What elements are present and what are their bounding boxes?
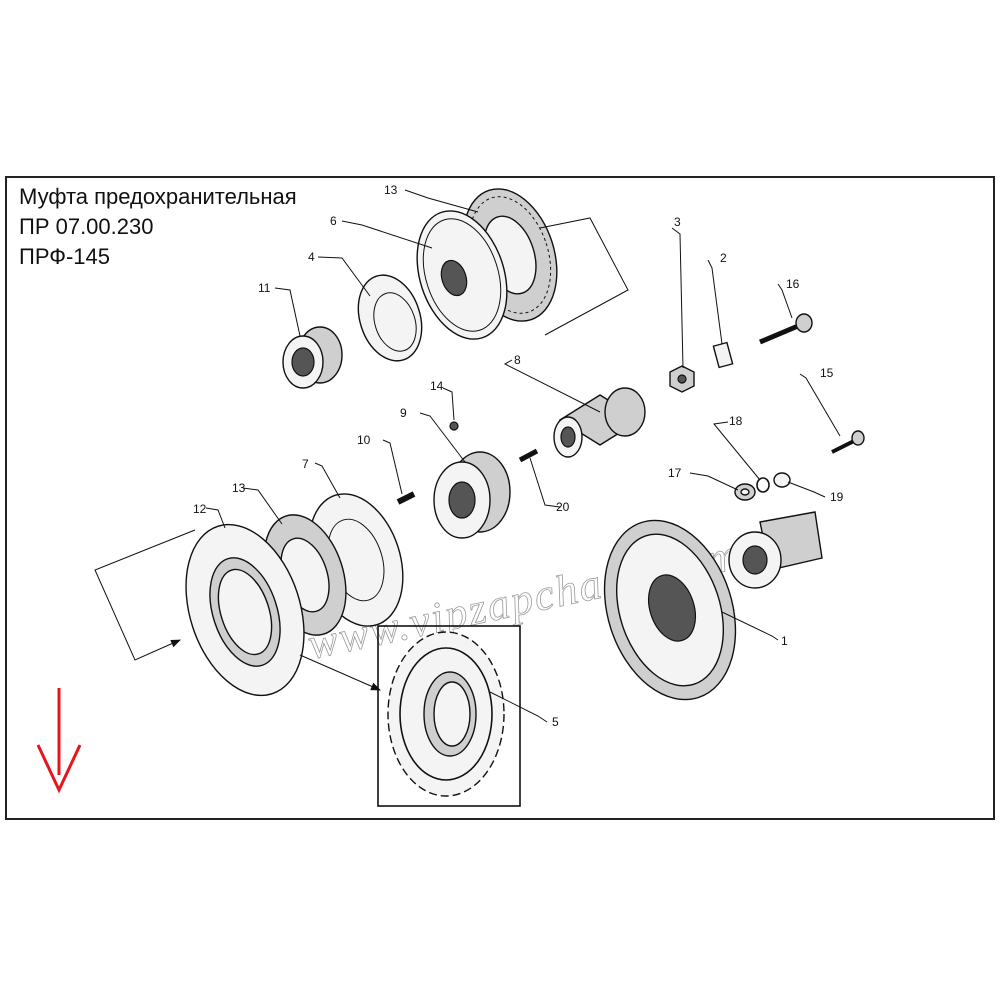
part-3-nut xyxy=(669,365,695,393)
callout-17: 17 xyxy=(668,466,682,480)
callout-4: 4 xyxy=(308,250,315,264)
part-15-screw xyxy=(831,430,865,454)
callout-19: 19 xyxy=(830,490,844,504)
title-line-2: ПР 07.00.230 xyxy=(19,214,154,239)
part-17-nut xyxy=(734,483,756,501)
part-6-hub-disc xyxy=(416,210,508,340)
callout-3: 3 xyxy=(674,215,681,229)
part-11-castle-nut xyxy=(282,326,343,389)
part-18-spring-washer xyxy=(756,477,770,493)
part-16-bolt xyxy=(759,313,813,345)
callout-12: 12 xyxy=(193,502,207,516)
part-4-spring-washer xyxy=(357,274,423,362)
part-19-washer xyxy=(773,472,791,488)
callout-11: 11 xyxy=(258,281,271,295)
callout-20: 20 xyxy=(556,500,570,514)
callout-5: 5 xyxy=(552,715,559,729)
part-1-housing xyxy=(603,511,823,701)
part-10-pin xyxy=(396,491,416,505)
bracket-lower xyxy=(94,529,196,661)
title-line-1: Муфта предохранительная xyxy=(19,184,297,209)
callout-8: 8 xyxy=(514,353,521,367)
leader-lines xyxy=(205,189,841,723)
callout-9: 9 xyxy=(400,406,407,420)
title-line-3: ПРФ-145 xyxy=(19,244,110,269)
red-down-arrow-icon xyxy=(36,688,82,794)
callout-18: 18 xyxy=(729,414,743,428)
part-14-ball xyxy=(449,421,459,431)
part-8-splined-shaft xyxy=(553,387,646,458)
part-9-hub xyxy=(433,451,511,539)
callout-6: 6 xyxy=(330,214,337,228)
part-20-pin xyxy=(518,448,539,463)
callout-13-bottom: 13 xyxy=(232,481,246,495)
callout-13-top: 13 xyxy=(384,183,398,197)
part-12-flange xyxy=(185,523,305,697)
callout-10: 10 xyxy=(357,433,371,447)
part-2-lock-plate xyxy=(712,341,734,369)
callout-2: 2 xyxy=(720,251,727,265)
bracket-upper xyxy=(539,217,629,336)
callout-15: 15 xyxy=(820,366,834,380)
part-5-inset-box xyxy=(377,625,521,807)
part-5-sprocket xyxy=(387,631,505,797)
callout-7: 7 xyxy=(302,457,309,471)
callout-16: 16 xyxy=(786,277,800,291)
callout-1: 1 xyxy=(781,634,788,648)
callout-14: 14 xyxy=(430,379,444,393)
leader-arrow-to-5 xyxy=(299,654,381,691)
